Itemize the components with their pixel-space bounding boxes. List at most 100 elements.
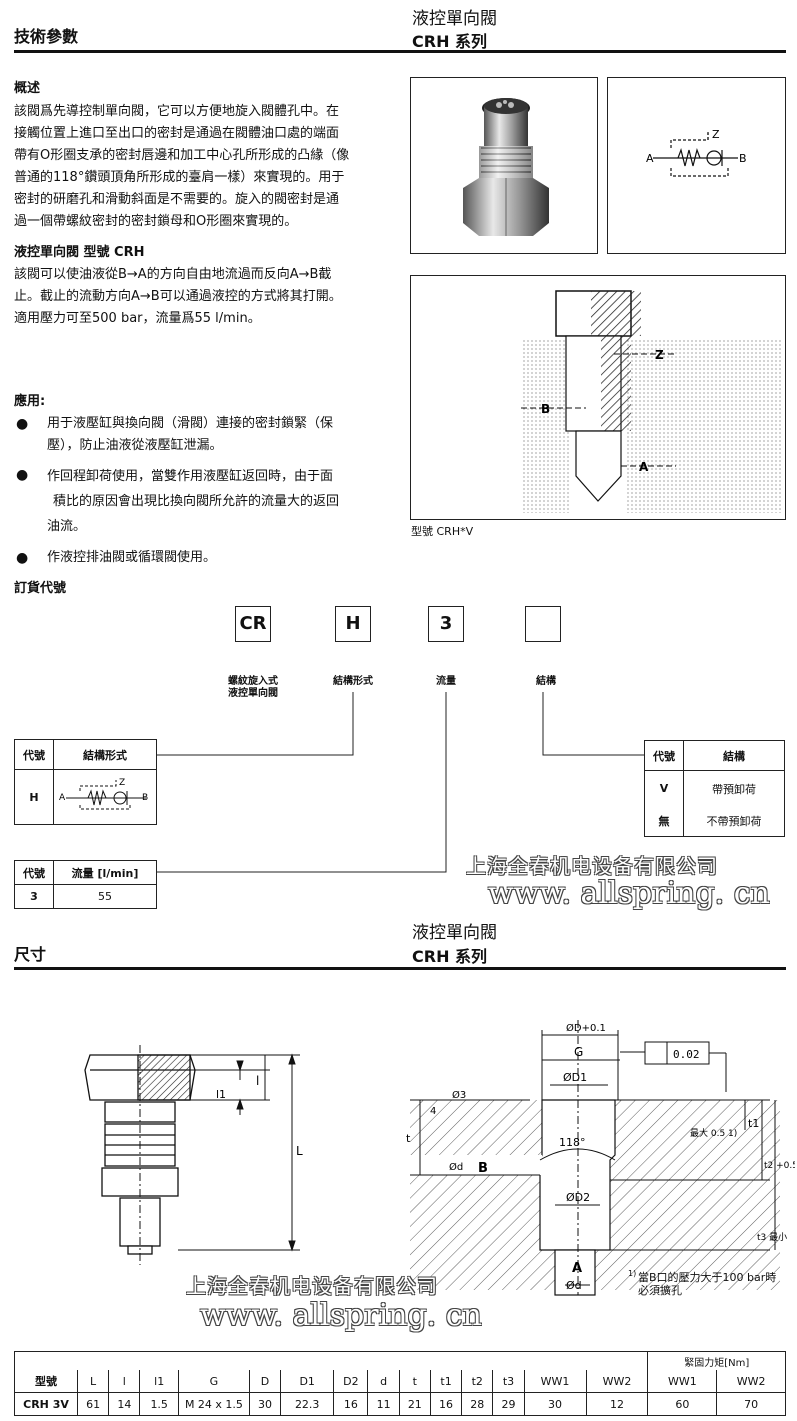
section-view-frame: Z B A — [410, 275, 786, 520]
model-heading: 液控單向閥 型號 CRH — [14, 245, 145, 260]
application-line: 用于液壓缸與換向閥（滑閥）連接的密封鎖緊（保 — [47, 416, 334, 431]
dim-header: WW1 — [647, 1370, 718, 1393]
dim-cell: 16 — [333, 1392, 369, 1416]
structure-table: 代號 結構形式 H A B Z — [14, 739, 157, 825]
check-valve-symbol: A B Z — [646, 128, 747, 177]
application-item: 作回程卸荷使用，當雙作用液壓缸返回時，由于面 積比的原因會出現比換向閥所允許的流… — [47, 464, 392, 539]
header2-rule — [14, 967, 786, 970]
code-caption-structure: 結構形式 — [333, 676, 373, 687]
dim-cell: 29 — [492, 1392, 525, 1416]
application-line: 壓），防止油液從液壓缸泄漏。 — [47, 438, 223, 453]
application-item: 用于液壓缸與換向閥（滑閥）連接的密封鎖緊（保 壓），防止油液從液壓缸泄漏。 — [47, 413, 392, 457]
dim-cell: 30 — [523, 1392, 587, 1416]
dim-cell: 1.5 — [139, 1392, 179, 1416]
bullet-icon: ● — [16, 416, 29, 432]
dim-header: l1 — [139, 1370, 179, 1393]
watermark-url: www. allspring. cn — [488, 876, 770, 911]
overview-line: 該閥爲先導控制單向閥，它可以方便地旋入閥體孔中。在 — [14, 104, 340, 119]
struct-header-code: 代號 — [14, 739, 54, 770]
product-photo-frame — [410, 77, 598, 254]
dimension-table: 緊固力矩[Nm] 型號 L l l1 G D D1 D2 d t t1 t2 t… — [13, 1351, 786, 1416]
footnote-line: 當B口的壓力大于100 bar時 — [638, 1271, 777, 1284]
dim-G-label: G — [574, 1045, 583, 1059]
dim-d-low-label: Ød — [566, 1279, 582, 1292]
application-line: 積比的原因會出現比換向閥所允許的流量大的返回 — [53, 494, 340, 509]
small-symbol-b: B — [142, 793, 148, 803]
model-line: 止。截止的流動方向A→B可以通過液控的方式將其打開。 — [14, 289, 342, 304]
dim-cell: 70 — [716, 1392, 786, 1416]
design-value-none: 不帶預卸荷 — [683, 806, 785, 837]
dim-row-model: CRH 3V — [14, 1392, 78, 1416]
header-series-name: 液控單向閥 — [412, 9, 497, 29]
header2-series-name: 液控單向閥 — [412, 923, 497, 943]
dim-D2-label: ØD2 — [566, 1191, 590, 1204]
small-symbol-z: Z — [119, 778, 125, 788]
footnote-text: 當B口的壓力大于100 bar時 必須擴孔 — [638, 1271, 776, 1297]
code-caption-type: 螺紋旋入式 液控單向閥 — [228, 676, 278, 699]
check-valve-symbol-small: A B Z — [59, 778, 148, 809]
dim-header-model: 型號 — [14, 1370, 78, 1393]
dim-header: l — [108, 1370, 141, 1393]
overview-line: 普通的118°鑽頭頂角所形成的臺肩一樣）來實現的。用于 — [14, 170, 345, 185]
design-value-v: 帶預卸荷 — [683, 770, 785, 807]
application-line: 作液控排油閥或循環閥使用。 — [47, 550, 217, 565]
flow-value: 55 — [53, 884, 157, 909]
symbol-port-a: A — [646, 152, 654, 165]
dim-cell: 30 — [248, 1392, 282, 1416]
torque-header: 緊固力矩[Nm] — [647, 1351, 786, 1370]
code-caption-design: 結構 — [536, 676, 556, 687]
dim-header: WW2 — [585, 1370, 649, 1393]
code-box-design — [525, 606, 561, 642]
application-item: 作液控排油閥或循環閥使用。 — [47, 547, 392, 569]
struct-header-form: 結構形式 — [53, 739, 157, 770]
code-caption-flow: 流量 — [436, 676, 456, 687]
page-title-dimensions: 尺寸 — [14, 945, 47, 964]
code-box-h: H — [335, 606, 371, 642]
application-line: 作回程卸荷使用，當雙作用液壓缸返回時，由于面 — [47, 469, 334, 484]
flow-code: 3 — [14, 884, 54, 909]
ordering-heading: 訂貨代號 — [14, 581, 67, 596]
dim-header: D — [248, 1370, 282, 1393]
footnote-mark: 1) — [628, 1269, 637, 1278]
dim-cell: 60 — [647, 1392, 718, 1416]
ordering-leader-lines — [157, 692, 644, 873]
code-box-3: 3 — [428, 606, 464, 642]
symbol-port-z: Z — [712, 128, 720, 141]
dim-L-label: L — [296, 1144, 303, 1158]
dim-header: t1 — [429, 1370, 463, 1393]
section-view-drawing: Z B A — [521, 290, 781, 516]
applications-heading: 應用: — [14, 394, 46, 409]
dim-cell: 22.3 — [280, 1392, 335, 1416]
dim-l1-label: l1 — [216, 1088, 226, 1101]
bullet-icon: ● — [16, 467, 29, 483]
dim-cell: 21 — [398, 1392, 431, 1416]
dim-header: D2 — [333, 1370, 369, 1393]
overview-paragraph: 該閥爲先導控制單向閥，它可以方便地旋入閥體孔中。在 接觸位置上進口至出口的密封是… — [14, 101, 399, 233]
design-header-structure: 結構 — [683, 740, 785, 771]
dim-header: t2 — [461, 1370, 494, 1393]
dim-cell: 12 — [585, 1392, 649, 1416]
dim-cell: M 24 x 1.5 — [177, 1392, 250, 1416]
dim-t1-label: t1 — [748, 1117, 759, 1130]
dim-header: G — [177, 1370, 250, 1393]
dim-radius-label: 最大 0.5 1) — [690, 1127, 737, 1139]
overview-line: 接觸位置上進口至出口的密封是通過在閥體油口處的端面 — [14, 126, 340, 141]
model-line: 適用壓力可至500 bar，流量爲55 l/min。 — [14, 311, 261, 326]
design-header-code: 代號 — [644, 740, 684, 771]
struct-code-h: H — [14, 769, 54, 825]
dim-header: t — [398, 1370, 431, 1393]
dim-cell: 61 — [76, 1392, 110, 1416]
footnote-line: 必須擴孔 — [638, 1284, 682, 1297]
section-port-b: B — [541, 402, 550, 416]
dim-header: d — [367, 1370, 400, 1393]
overview-line: 密封的研磨孔和滑動斜面是不需要的。旋入的閥密封是通 — [14, 192, 340, 207]
dim-cell: 14 — [108, 1392, 141, 1416]
dim-D-label: ØD+0.1 — [566, 1022, 606, 1034]
valve-symbol-frame: A B Z — [607, 77, 786, 254]
dim-header: WW2 — [716, 1370, 786, 1393]
flow-table: 代號 流量 [l/min] 3 55 — [14, 860, 157, 909]
design-code-v: V — [644, 770, 684, 807]
overview-line: 帶有O形圈支承的密封唇邊和加工中心孔所形成的凸緣（像 — [14, 148, 350, 163]
small-symbol-a: A — [59, 793, 66, 803]
dim-l-label: l — [256, 1074, 259, 1088]
